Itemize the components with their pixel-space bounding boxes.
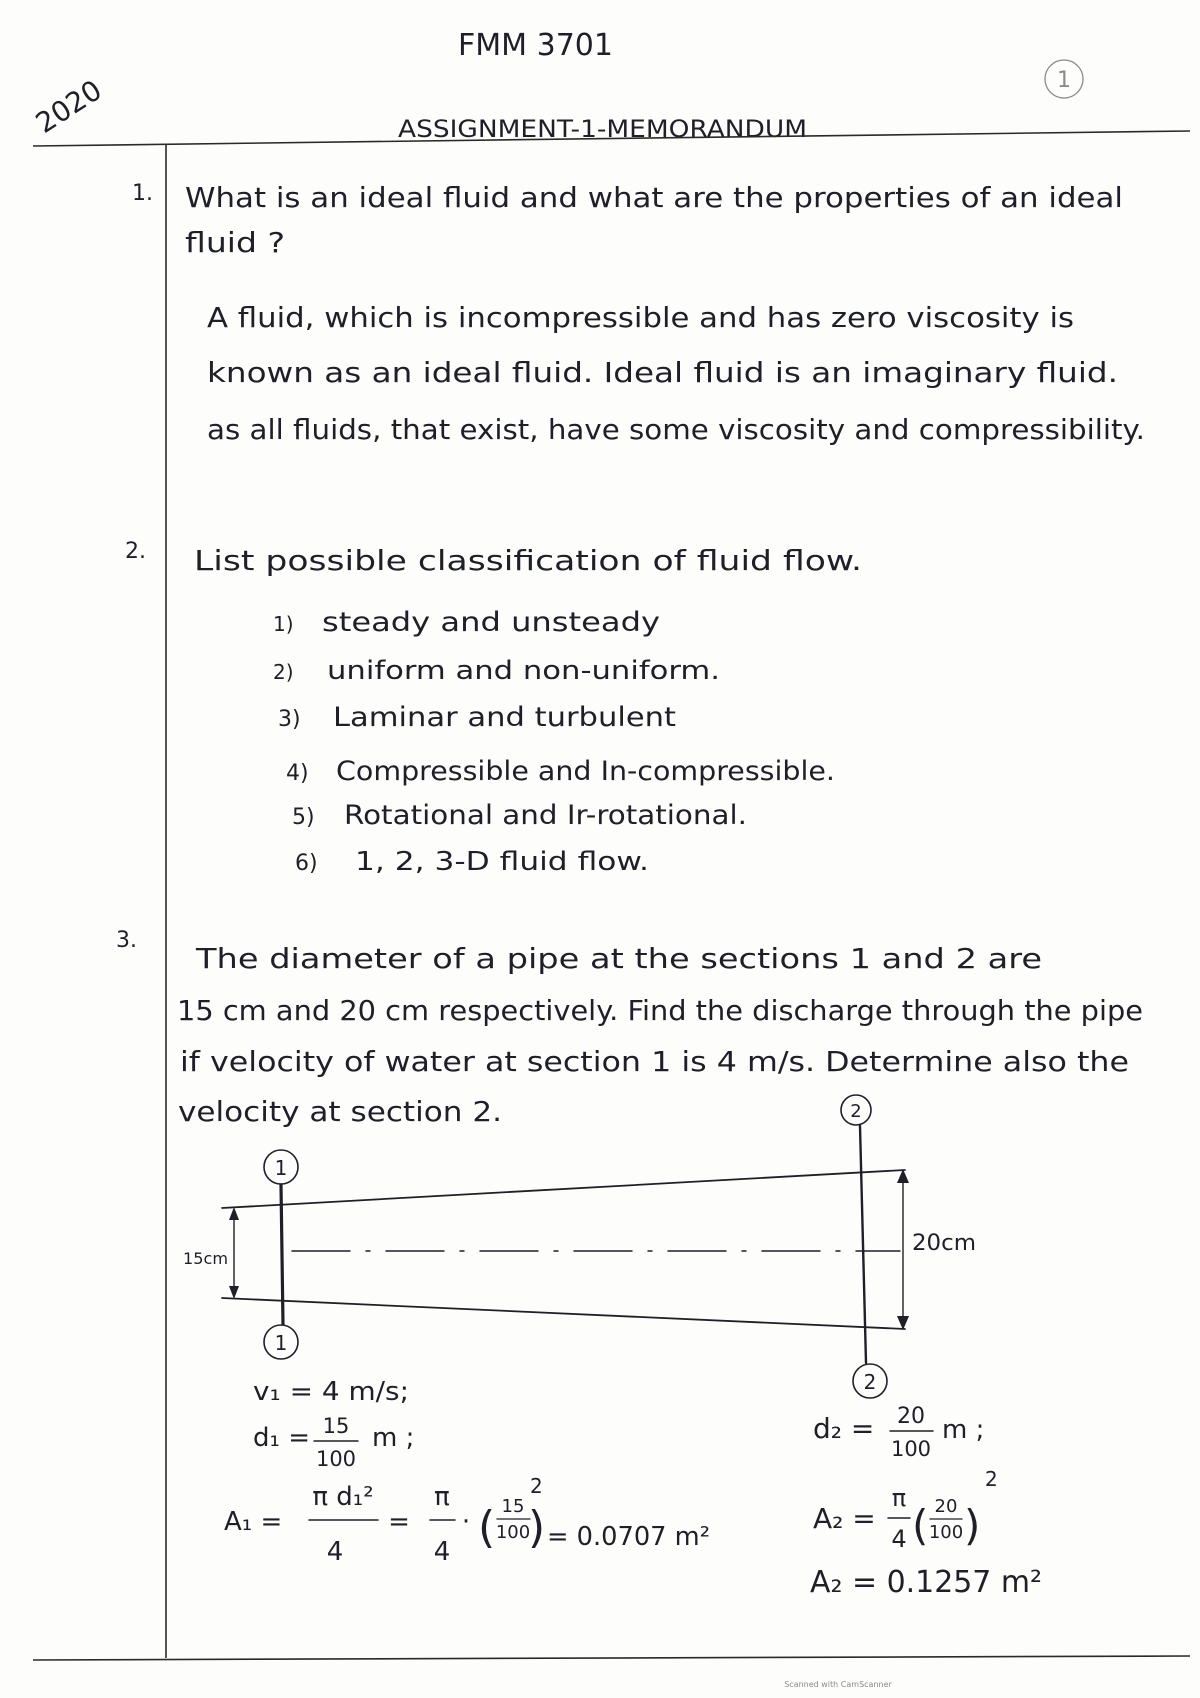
a1-frac3-numerator: 15 <box>502 1496 525 1517</box>
a2-close-paren: ) <box>964 1501 980 1550</box>
list-item: 1, 2, 3-D fluid flow. <box>355 847 649 877</box>
d2-denominator: 100 <box>891 1437 931 1461</box>
a2-result: A₂ = 0.1257 m² <box>810 1565 1042 1600</box>
a1-frac2-denominator: 4 <box>434 1537 451 1567</box>
v1-equation: v₁ = 4 m/s; <box>253 1377 409 1407</box>
pipe-bottom-wall <box>221 1297 906 1330</box>
section-1-line <box>279 1183 285 1326</box>
question-text-line: velocity at section 2. <box>178 1095 502 1128</box>
a1-frac3-denominator: 100 <box>496 1522 530 1543</box>
section-2-bottom-label: 2 <box>864 1370 877 1394</box>
a2-frac1-numerator: π <box>892 1484 906 1512</box>
solution-section-2: d₂ = 20 100 m ; A₂ = π 4 ( 20 100 ) 2 A₂… <box>810 1404 1042 1600</box>
a1-frac2-numerator: π <box>434 1482 450 1512</box>
question-number: 3. <box>116 928 137 953</box>
scanner-watermark: Scanned with CamScanner <box>784 1680 892 1689</box>
a2-frac2-denominator: 100 <box>929 1522 963 1543</box>
d2-lhs: d₂ = <box>813 1412 874 1445</box>
a1-dot: · <box>462 1507 470 1537</box>
section-1-top-label: 1 <box>275 1156 288 1180</box>
list-item: steady and unsteady <box>322 607 660 638</box>
section-1-bottom-label: 1 <box>275 1331 288 1355</box>
section-2-line <box>858 1124 868 1365</box>
list-item-marker: 1) <box>273 612 294 636</box>
section-2-bottom-circle <box>852 1363 888 1399</box>
list-item-marker: 2) <box>273 660 294 684</box>
list-item-marker: 5) <box>292 805 315 830</box>
answer-text-line: as all fluids, that exist, have some vis… <box>207 413 1145 446</box>
question-text-line: What is an ideal fluid and what are the … <box>185 181 1123 214</box>
d1-arrow-down-icon <box>229 1286 239 1299</box>
question-number: 1. <box>132 181 153 206</box>
a1-open-paren: ( <box>478 1502 495 1553</box>
question-1: 1. What is an ideal fluid and what are t… <box>132 181 1145 446</box>
bottom-rule <box>32 1655 1191 1661</box>
section-2-top-circle <box>840 1094 872 1126</box>
d2-dimension-label: 20cm <box>912 1231 976 1256</box>
a1-frac1-numerator: π d₁² <box>312 1482 373 1512</box>
pipe-top-wall <box>221 1169 906 1209</box>
section-1-bottom-circle <box>263 1324 299 1360</box>
list-item-marker: 6) <box>295 851 318 876</box>
a1-result: = 0.0707 m² <box>547 1522 710 1552</box>
question-2: 2. List possible classification of fluid… <box>125 539 862 877</box>
d1-lhs: d₁ = <box>253 1423 310 1453</box>
a2-lhs: A₂ = <box>813 1502 876 1535</box>
d1-denominator: 100 <box>316 1447 356 1471</box>
d1-dimension-label: 15cm <box>183 1249 228 1268</box>
a2-frac1-denominator: 4 <box>891 1525 906 1553</box>
question-text-line: fluid ? <box>185 226 285 259</box>
list-item-marker: 4) <box>286 761 309 786</box>
a2-power: 2 <box>985 1467 998 1491</box>
question-3: 3. The diameter of a pipe at the section… <box>116 928 1143 1600</box>
answer-text-line: A fluid, which is incompressible and has… <box>207 301 1074 334</box>
list-item: Laminar and turbulent <box>333 702 676 733</box>
header-rule <box>32 130 1191 147</box>
pipe-diagram: 1 1 2 2 15cm 20cm <box>183 1094 976 1399</box>
section-2-top-label: 2 <box>850 1101 861 1122</box>
question-text-line: if velocity of water at section 1 is 4 m… <box>180 1045 1129 1078</box>
a1-power: 2 <box>530 1474 543 1498</box>
d2-arrow-down-icon <box>897 1316 909 1330</box>
page-number-circle <box>1044 59 1084 99</box>
question-text-line: The diameter of a pipe at the sections 1… <box>195 942 1042 975</box>
answer-text-line: known as an ideal fluid. Ideal fluid is … <box>207 356 1118 389</box>
d1-arrow-up-icon <box>229 1207 239 1220</box>
course-code: FMM 3701 <box>458 28 613 63</box>
solution-section-1: v₁ = 4 m/s; d₁ = 15 100 m ; A₁ = π d₁² 4… <box>224 1377 710 1567</box>
question-text: List possible classification of fluid fl… <box>194 544 862 577</box>
d1-unit: m ; <box>372 1423 414 1453</box>
a2-frac2-numerator: 20 <box>935 1496 958 1517</box>
list-item: Rotational and Ir-rotational. <box>344 800 747 831</box>
d1-numerator: 15 <box>323 1414 350 1438</box>
list-item: uniform and non-uniform. <box>327 656 720 686</box>
page-number-badge: 1 <box>1044 59 1084 99</box>
a1-frac1-denominator: 4 <box>327 1537 344 1567</box>
question-text-line: 15 cm and 20 cm respectively. Find the d… <box>177 994 1143 1027</box>
a1-equals: = <box>388 1507 410 1537</box>
a1-close-paren: ) <box>528 1502 545 1553</box>
d2-arrow-up-icon <box>897 1169 909 1183</box>
question-number: 2. <box>125 539 146 564</box>
list-item: Compressible and In-compressible. <box>336 756 835 787</box>
page-number: 1 <box>1057 68 1071 93</box>
a2-open-paren: ( <box>912 1501 928 1550</box>
d2-numerator: 20 <box>897 1404 925 1429</box>
d2-unit: m ; <box>942 1415 984 1445</box>
list-item-marker: 3) <box>278 707 301 732</box>
a1-lhs: A₁ = <box>224 1507 282 1537</box>
